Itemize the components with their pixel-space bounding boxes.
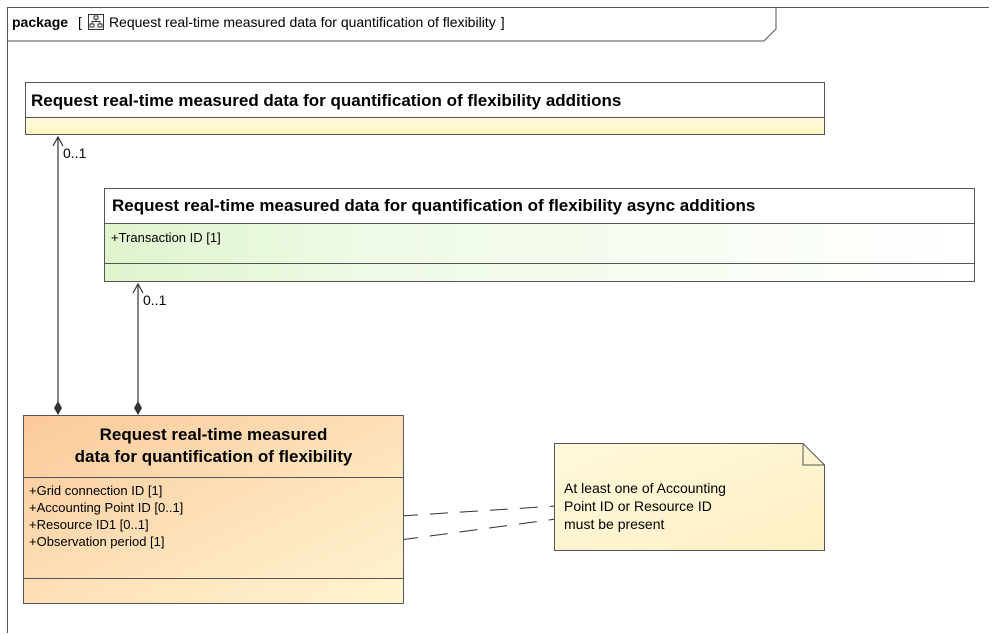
- frame-keyword: package: [12, 14, 69, 30]
- attribute-observation-period: +Observation period [1]: [29, 534, 165, 549]
- frame-bracket-open: [: [78, 14, 82, 30]
- note-anchor-line-1[interactable]: [399, 505, 557, 517]
- multiplicity-async: 0..1: [143, 292, 167, 308]
- class-async-additions-name: Request real-time measured data for quan…: [105, 189, 974, 224]
- class-main-operations: [24, 578, 403, 603]
- frame-title-text: Request real-time measured data for quan…: [108, 14, 496, 30]
- composition-diamond-additions: [54, 401, 62, 415]
- attribute-accounting-point-id: +Accounting Point ID [0..1]: [29, 500, 184, 515]
- class-main-name: Request real-time measured data for quan…: [24, 416, 403, 478]
- association-arrowhead-additions: [52, 135, 64, 147]
- frame-tab: [7, 7, 777, 42]
- class-additions[interactable]: Request real-time measured data for quan…: [25, 82, 825, 135]
- note-fold-corner: [802, 443, 825, 466]
- note-anchor-line-2[interactable]: [399, 518, 557, 541]
- class-main-name-line1: Request real-time measured: [99, 425, 328, 444]
- attribute-grid-connection-id: +Grid connection ID [1]: [29, 483, 163, 498]
- class-additions-name: Request real-time measured data for quan…: [26, 83, 824, 118]
- frame-tab-outline: [7, 7, 777, 42]
- attribute-transaction-id: +Transaction ID [1]: [111, 230, 221, 245]
- frame-bracket-close: ]: [500, 14, 505, 30]
- note-text: At least one of Accounting Point ID or R…: [564, 479, 814, 533]
- note-line-3: must be present: [564, 516, 665, 532]
- class-main-attributes: +Grid connection ID [1] +Accounting Poin…: [24, 478, 403, 578]
- attribute-resource-id1: +Resource ID1 [0..1]: [29, 517, 149, 532]
- note-line-1: At least one of Accounting: [564, 480, 726, 496]
- multiplicity-additions: 0..1: [63, 145, 87, 161]
- note-shape: [554, 443, 825, 551]
- class-async-additions-attributes: +Transaction ID [1]: [105, 224, 974, 263]
- composition-diamond-async: [134, 401, 142, 415]
- class-request-real-time-measured-data[interactable]: Request real-time measured data for quan…: [23, 415, 404, 604]
- class-main-name-line2: data for quantification of flexibility: [74, 447, 353, 466]
- frame-title: package [ Request real-time measured dat…: [12, 14, 505, 30]
- package-frame: [7, 7, 989, 633]
- constraint-note[interactable]: At least one of Accounting Point ID or R…: [554, 443, 825, 551]
- association-arrowhead-async: [132, 282, 144, 294]
- package-diagram-icon: [87, 14, 104, 30]
- class-async-additions[interactable]: Request real-time measured data for quan…: [104, 188, 975, 282]
- class-async-additions-operations: [105, 263, 974, 281]
- note-line-2: Point ID or Resource ID: [564, 498, 712, 514]
